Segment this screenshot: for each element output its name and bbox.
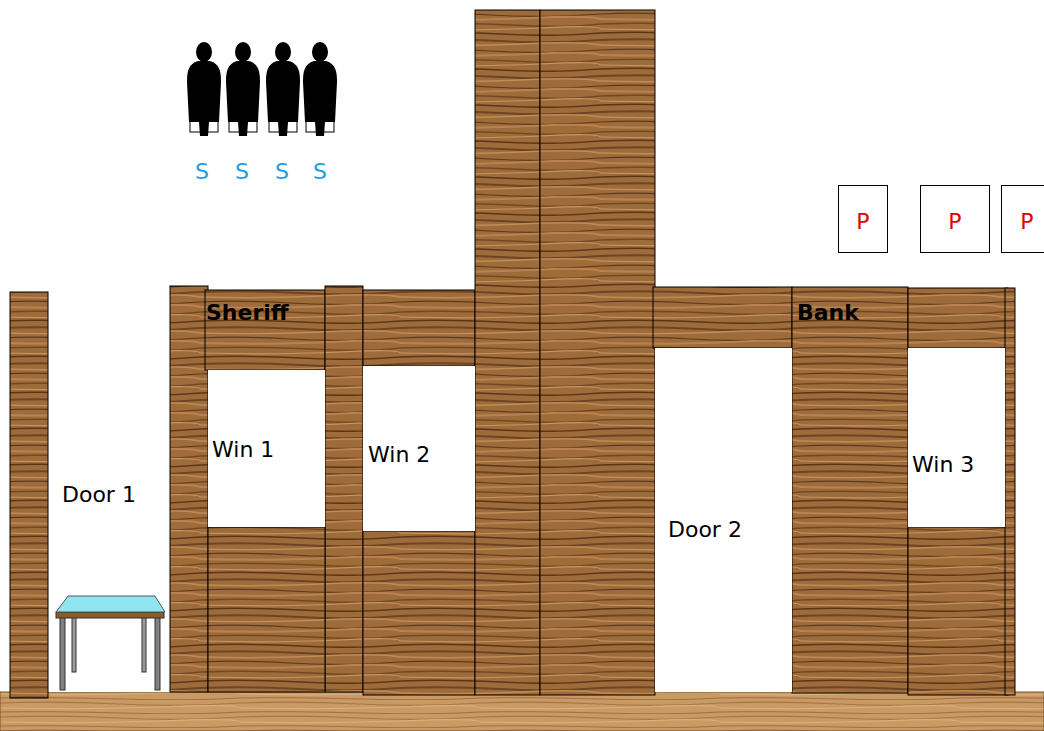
wood-panel (208, 527, 325, 692)
window-label: Win 3 (912, 452, 974, 478)
p-box-label: P (948, 209, 961, 235)
table-leg (155, 612, 160, 690)
target-body (187, 61, 221, 136)
silhouette-targets (187, 42, 337, 136)
window: Win 3 (908, 348, 1005, 527)
table-leg (72, 614, 76, 672)
silhouette-target (187, 42, 221, 136)
table (56, 596, 165, 690)
door: Door 1 (48, 292, 170, 592)
door-opening (48, 292, 170, 692)
sheriff-sign-label: Sheriff (206, 300, 289, 326)
target-body (226, 61, 260, 136)
silhouette-target (266, 42, 300, 136)
silhouette-target (226, 42, 260, 136)
door-label: Door 2 (668, 517, 742, 543)
target-head (312, 42, 328, 62)
sign-board (792, 287, 908, 693)
target-body (266, 61, 300, 136)
wood-post (325, 286, 363, 692)
p-box: P (838, 185, 888, 253)
wood-panel (363, 531, 475, 695)
silhouette-target (303, 42, 337, 136)
target-head (235, 42, 251, 62)
target-letter: S (195, 159, 209, 185)
sign-board (205, 290, 325, 370)
window-label: Win 1 (212, 437, 274, 463)
target-head (196, 42, 212, 62)
window-label: Win 2 (368, 442, 430, 468)
wood-post (170, 286, 208, 692)
target-letter: S (275, 159, 289, 185)
table-leg (60, 612, 65, 690)
bank-sign-label: Bank (797, 300, 859, 326)
table-edge (56, 612, 164, 618)
sheriff-sign: Sheriff (205, 290, 325, 370)
target-letter: S (313, 159, 327, 185)
target-head (275, 42, 291, 62)
bank-sign: Bank (792, 287, 908, 347)
wood-header (908, 288, 1008, 348)
table-top (56, 596, 165, 612)
window: Win 2 (363, 366, 475, 531)
target-body (303, 61, 337, 136)
wood-tower (475, 10, 540, 695)
p-box: P (1001, 185, 1044, 253)
door-label: Door 1 (62, 482, 136, 508)
wood-panel (908, 527, 1008, 695)
p-box-label: P (1020, 209, 1033, 235)
p-box: P (920, 185, 990, 253)
door: Door 2 (655, 348, 792, 692)
p-box-label: P (856, 209, 869, 235)
table-leg (142, 614, 146, 672)
wood-header (363, 290, 475, 366)
wood-tower (540, 10, 655, 695)
floor (0, 692, 1044, 731)
wood-post (1005, 288, 1015, 695)
window: Win 1 (208, 370, 325, 527)
target-letter: S (235, 159, 249, 185)
wood-header (653, 287, 792, 348)
wood-post (10, 292, 48, 698)
